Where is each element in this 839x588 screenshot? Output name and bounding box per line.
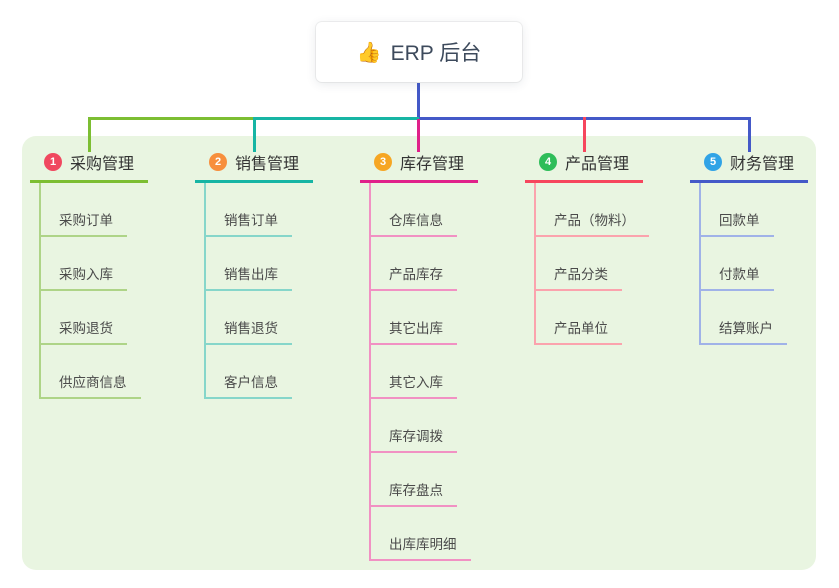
- branch-purchase: 1 采购管理 采购订单 采购入库 采购退货 供应商信息: [30, 150, 148, 399]
- connector-bus-teal: [253, 117, 419, 120]
- node-item[interactable]: 采购入库: [41, 237, 148, 291]
- node-label: 其它出库: [371, 317, 457, 345]
- node-label: 出库库明细: [371, 533, 471, 561]
- node-item[interactable]: 采购退货: [41, 291, 148, 345]
- node-item[interactable]: 产品分类: [536, 237, 649, 291]
- node-item[interactable]: 库存盘点: [371, 453, 478, 507]
- node-label: 产品分类: [536, 263, 622, 291]
- branch-finance-items: 回款单 付款单 结算账户: [699, 183, 808, 345]
- node-item[interactable]: 产品库存: [371, 237, 478, 291]
- node-label: 结算账户: [701, 317, 787, 345]
- branch-purchase-items: 采购订单 采购入库 采购退货 供应商信息: [39, 183, 148, 399]
- branch-number-badge: 2: [209, 153, 227, 171]
- branch-sales-header[interactable]: 2 销售管理: [195, 150, 313, 183]
- branch-sales: 2 销售管理 销售订单 销售出库 销售退货 客户信息: [195, 150, 313, 399]
- branch-purchase-header[interactable]: 1 采购管理: [30, 150, 148, 183]
- node-label: 产品（物料）: [536, 209, 649, 237]
- branches-background-panel: [22, 136, 816, 570]
- node-item[interactable]: 其它出库: [371, 291, 478, 345]
- node-label: 产品单位: [536, 317, 622, 345]
- node-item[interactable]: 客户信息: [206, 345, 313, 399]
- node-label: 库存盘点: [371, 479, 457, 507]
- node-label: 库存调拨: [371, 425, 457, 453]
- node-item[interactable]: 销售订单: [206, 183, 313, 237]
- root-node[interactable]: 👍 ERP 后台: [316, 22, 522, 82]
- node-item[interactable]: 销售退货: [206, 291, 313, 345]
- connector-drop-sales: [253, 117, 256, 152]
- branch-title: 销售管理: [235, 156, 300, 173]
- node-label: 销售订单: [206, 209, 292, 237]
- node-item[interactable]: 产品（物料）: [536, 183, 649, 237]
- node-label: 其它入库: [371, 371, 457, 399]
- node-label: 客户信息: [206, 371, 292, 399]
- node-label: 采购退货: [41, 317, 127, 345]
- branch-title: 采购管理: [70, 156, 135, 173]
- connector-drop-inventory: [417, 119, 420, 152]
- node-item[interactable]: 产品单位: [536, 291, 649, 345]
- node-item[interactable]: 采购订单: [41, 183, 148, 237]
- connector-bus-green: [88, 117, 255, 120]
- connector-drop-product: [583, 117, 586, 152]
- branch-number-badge: 1: [44, 153, 62, 171]
- branch-inventory-items: 仓库信息 产品库存 其它出库 其它入库 库存调拨 库存盘点 出库库明细: [369, 183, 478, 561]
- branch-title: 库存管理: [400, 156, 465, 173]
- node-label: 付款单: [701, 263, 774, 291]
- node-label: 产品库存: [371, 263, 457, 291]
- branch-title: 财务管理: [730, 156, 795, 173]
- branch-inventory: 3 库存管理 仓库信息 产品库存 其它出库 其它入库 库存调拨 库存盘点 出库库…: [360, 150, 478, 561]
- branch-finance: 5 财务管理 回款单 付款单 结算账户: [690, 150, 808, 345]
- node-item[interactable]: 库存调拨: [371, 399, 478, 453]
- node-item[interactable]: 结算账户: [701, 291, 808, 345]
- node-label: 采购订单: [41, 209, 127, 237]
- node-label: 供应商信息: [41, 371, 141, 399]
- connector-drop-purchase: [88, 117, 91, 152]
- branch-inventory-header[interactable]: 3 库存管理: [360, 150, 478, 183]
- branch-number-badge: 4: [539, 153, 557, 171]
- node-label: 销售出库: [206, 263, 292, 291]
- branch-finance-header[interactable]: 5 财务管理: [690, 150, 808, 183]
- node-item[interactable]: 其它入库: [371, 345, 478, 399]
- thumbs-up-icon: 👍: [356, 41, 382, 64]
- node-item[interactable]: 出库库明细: [371, 507, 478, 561]
- connector-drop-finance: [748, 117, 751, 152]
- branch-number-badge: 3: [374, 153, 392, 171]
- node-item[interactable]: 供应商信息: [41, 345, 148, 399]
- node-item[interactable]: 回款单: [701, 183, 808, 237]
- connector-root-vertical: [417, 82, 420, 120]
- branch-title: 产品管理: [565, 156, 630, 173]
- branch-sales-items: 销售订单 销售出库 销售退货 客户信息: [204, 183, 313, 399]
- branch-number-badge: 5: [704, 153, 722, 171]
- branch-product: 4 产品管理 产品（物料） 产品分类 产品单位: [525, 150, 649, 345]
- node-item[interactable]: 付款单: [701, 237, 808, 291]
- branch-product-items: 产品（物料） 产品分类 产品单位: [534, 183, 649, 345]
- node-label: 仓库信息: [371, 209, 457, 237]
- branch-product-header[interactable]: 4 产品管理: [525, 150, 643, 183]
- node-item[interactable]: 仓库信息: [371, 183, 478, 237]
- node-item[interactable]: 销售出库: [206, 237, 313, 291]
- node-label: 采购入库: [41, 263, 127, 291]
- node-label: 销售退货: [206, 317, 292, 345]
- node-label: 回款单: [701, 209, 774, 237]
- root-title: ERP 后台: [390, 42, 482, 65]
